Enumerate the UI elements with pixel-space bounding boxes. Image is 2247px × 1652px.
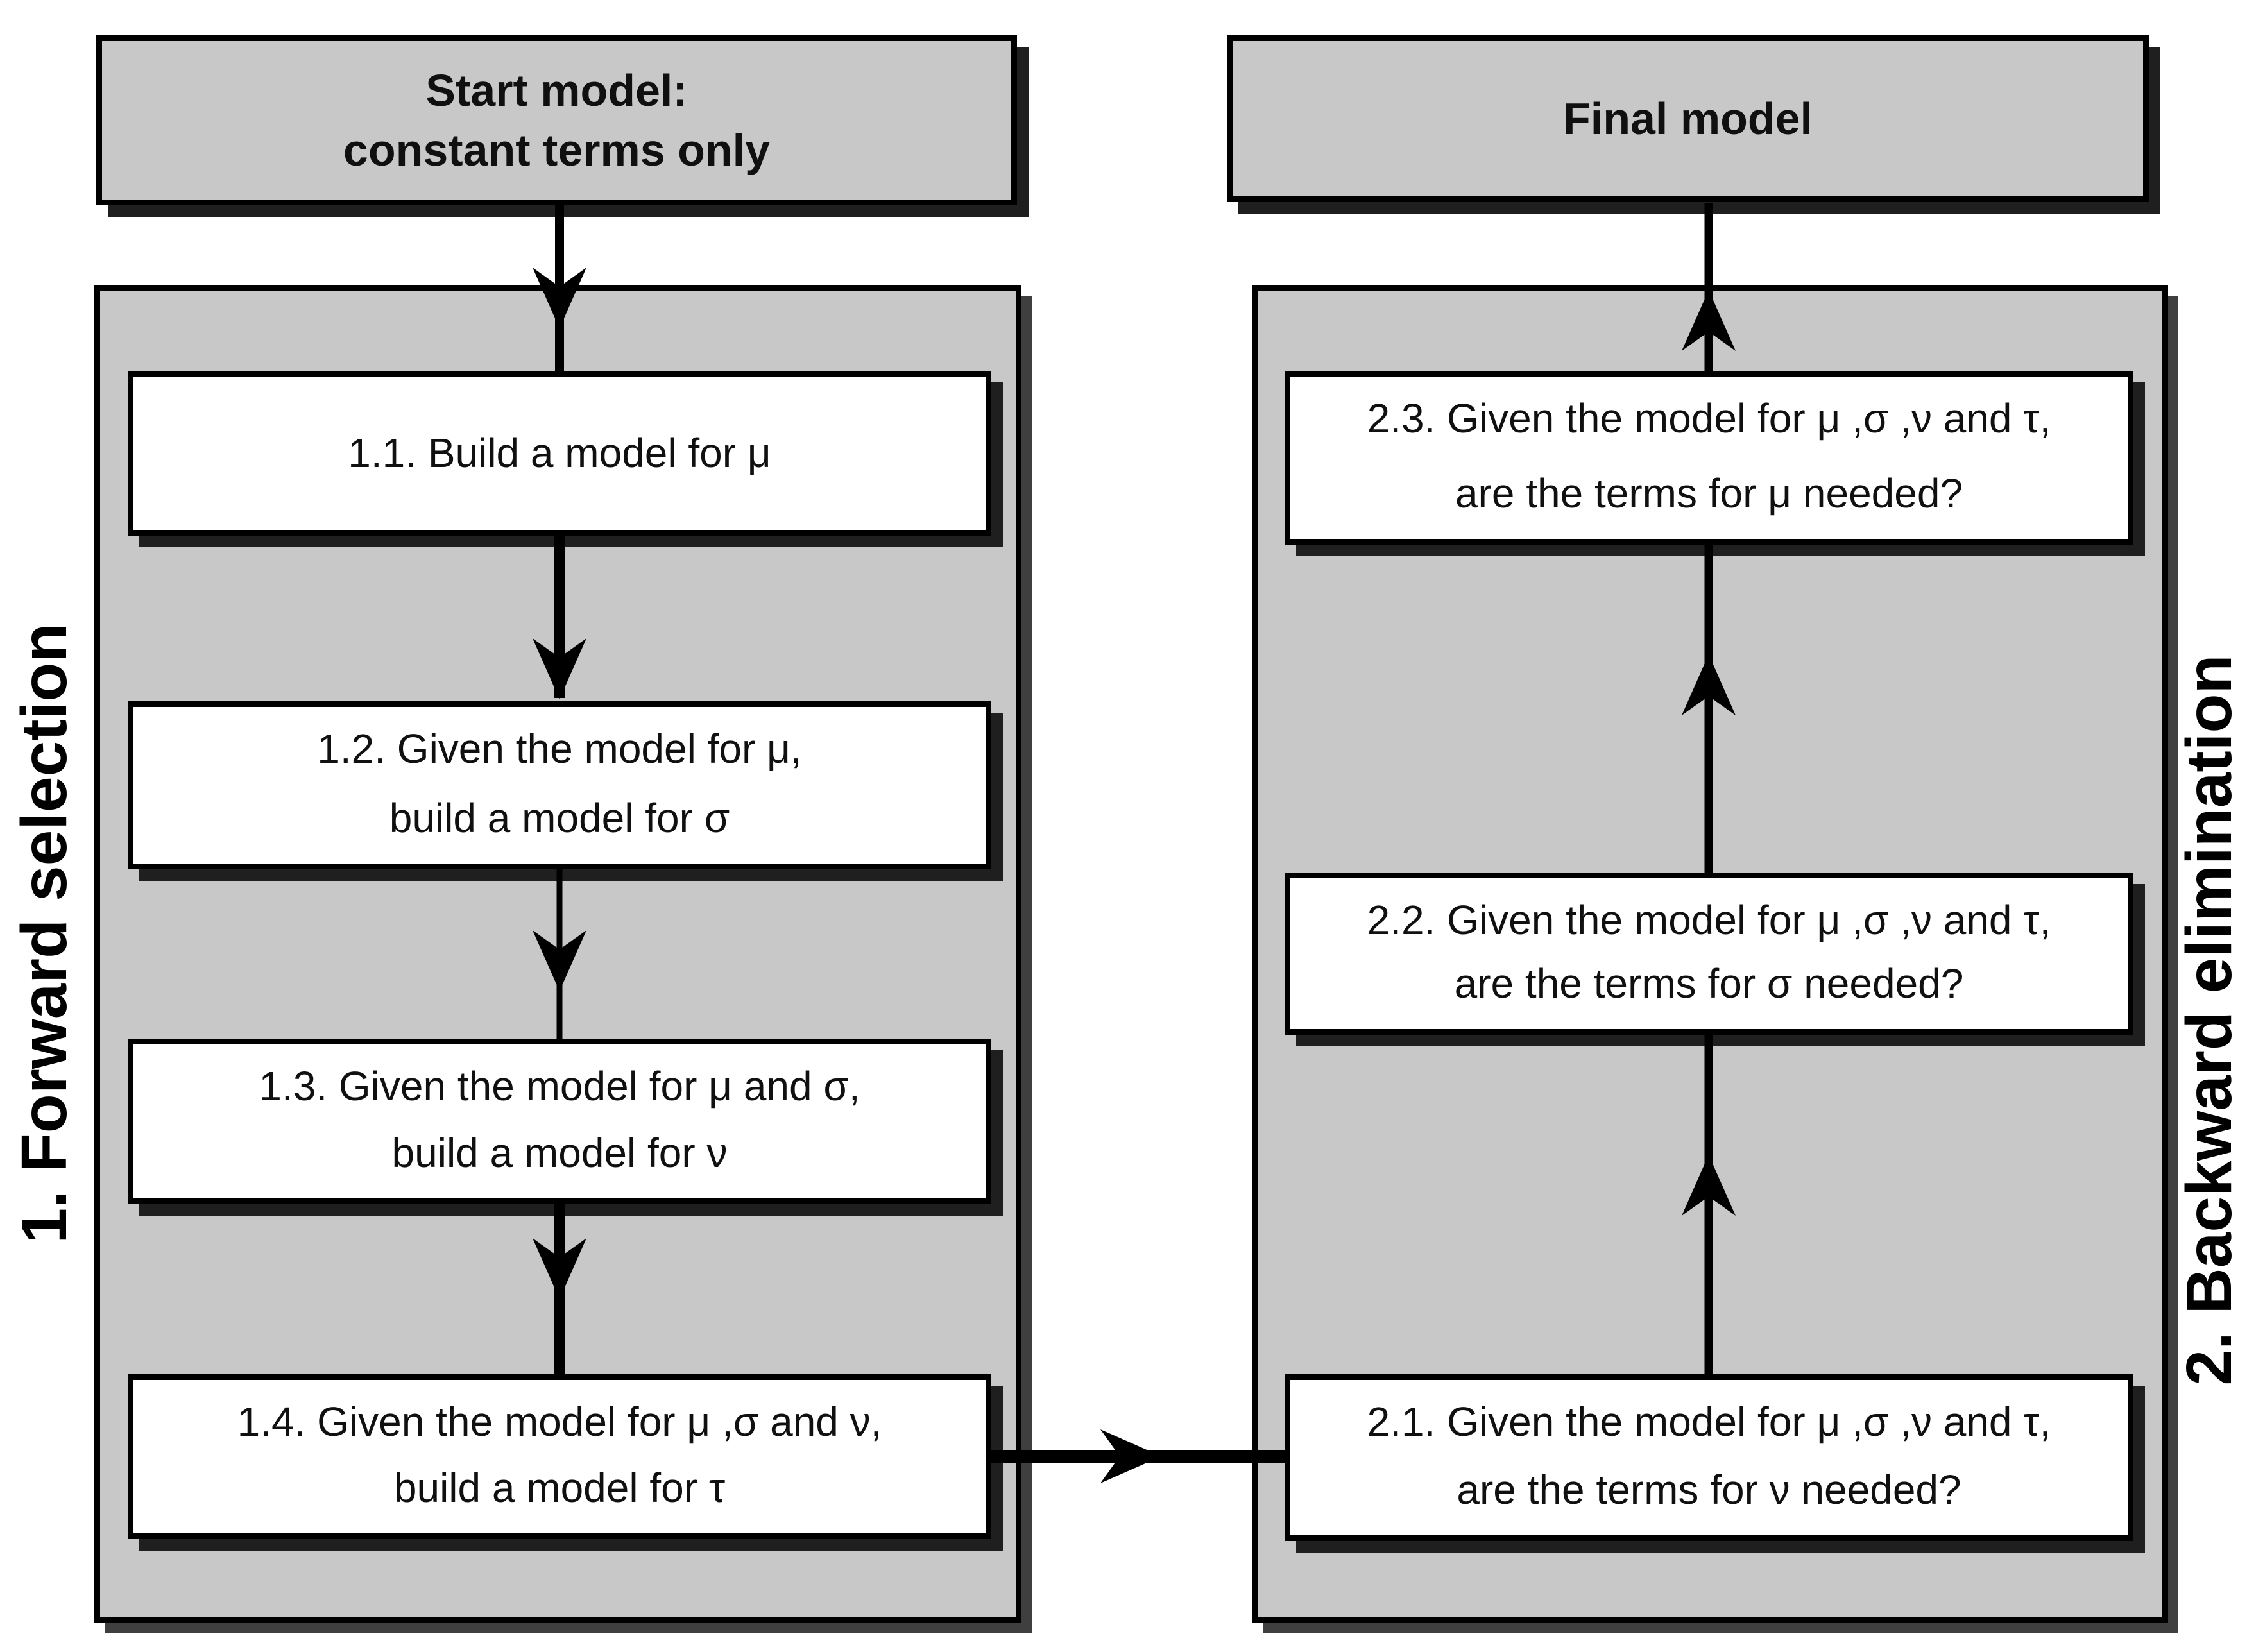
start-model-node: Start model: constant terms only (96, 35, 1017, 205)
step-box-2-2: 2.2. Given the model for μ ,σ ,ν and τ, … (1285, 873, 2133, 1035)
step-box-1-2: 1.2. Given the model for μ, build a mode… (128, 701, 991, 869)
step-line: 1.2. Given the model for μ, (317, 726, 802, 772)
step-box-1-3: 1.3. Given the model for μ and σ, build … (128, 1039, 991, 1204)
final-model-label: Final model (1563, 93, 1813, 144)
step-line: build a model for τ (393, 1464, 726, 1511)
section-label-forward-selection: 1. Forward selection (8, 623, 80, 1244)
step-line: are the terms for σ needed? (1454, 960, 1964, 1007)
step-line: 2.3. Given the model for μ ,σ ,ν and τ, (1367, 395, 2051, 441)
section-label-backward-elimination: 2. Backward elimination (2173, 654, 2245, 1386)
step-line: 2.1. Given the model for μ ,σ ,ν and τ, (1367, 1399, 2051, 1445)
step-box-2-1: 2.1. Given the model for μ ,σ ,ν and τ, … (1285, 1374, 2133, 1541)
final-model-node: Final model (1227, 35, 2149, 202)
step-line: 2.2. Given the model for μ ,σ ,ν and τ, (1367, 897, 2051, 943)
step-line: 1.3. Given the model for μ and σ, (259, 1063, 860, 1109)
step-line: build a model for ν (391, 1129, 728, 1176)
start-model-line1: Start model: (425, 65, 688, 116)
step-line: build a model for σ (389, 794, 730, 841)
step-box-1-4: 1.4. Given the model for μ ,σ and ν, bui… (128, 1374, 991, 1539)
step-line: 1.1. Build a model for μ (348, 430, 771, 477)
arrow-step-1-4-to-2-1 (991, 1429, 1285, 1483)
arrowhead-right-icon (1100, 1429, 1161, 1483)
step-box-2-3: 2.3. Given the model for μ ,σ ,ν and τ, … (1285, 371, 2133, 545)
step-line: 1.4. Given the model for μ ,σ and ν, (237, 1399, 882, 1445)
step-line: are the terms for ν needed? (1457, 1466, 1961, 1513)
step-line: are the terms for μ needed? (1455, 470, 1963, 516)
start-model-line2: constant terms only (343, 124, 771, 175)
step-box-1-1: 1.1. Build a model for μ (128, 371, 991, 536)
